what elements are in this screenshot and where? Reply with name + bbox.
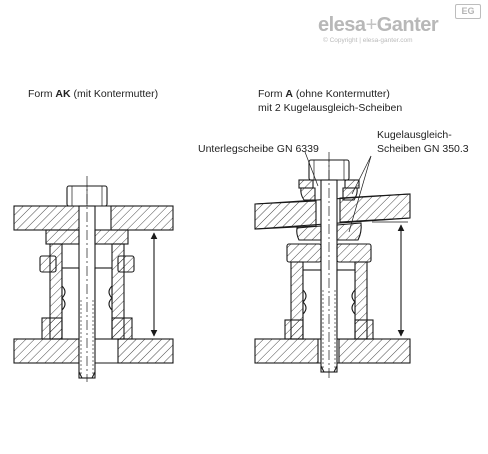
- left-title-suffix: (mit Kontermutter): [70, 88, 159, 100]
- brand-name-left: elesa: [318, 14, 366, 36]
- brand-name-right: Ganter: [376, 14, 439, 36]
- brand-badge: EG: [455, 4, 481, 19]
- left-view-title: Form AK (mit Kontermutter): [28, 88, 158, 101]
- right-element-body: [284, 261, 374, 340]
- left-title-prefix: Form: [28, 88, 56, 100]
- brand-plus: +: [365, 14, 378, 36]
- right-title-bold: A: [285, 88, 294, 100]
- callout-washer-label: Unterlegscheibe GN 6339: [198, 143, 319, 155]
- callout-spherical-label-line2: Scheiben GN 350.3: [377, 143, 469, 155]
- brand-copyright: © Copyright | elesa-ganter.com: [323, 37, 413, 44]
- right-title-suffix: (ohne Kontermutter): [293, 88, 390, 100]
- left-element-body: [41, 243, 133, 340]
- right-view-title-line1: Form A (ohne Kontermutter): [258, 88, 390, 101]
- left-dimension-arrow: [134, 229, 164, 340]
- right-element-flange: [286, 243, 372, 263]
- right-upper-plate: [254, 193, 411, 230]
- left-title-bold: AK: [55, 88, 71, 100]
- right-lower-plate: [254, 338, 411, 364]
- right-title-prefix: Form: [258, 88, 286, 100]
- callout-spherical-label-line1: Kugelausgleich-: [377, 129, 452, 141]
- right-assembly: [254, 151, 411, 380]
- brand-logo: elesa+Ganter: [318, 14, 439, 37]
- callout-leaders: [304, 151, 372, 233]
- left-assembly: [13, 176, 174, 382]
- right-dimension-arrow: [372, 221, 408, 340]
- right-view-title-line2: mit 2 Kugelausgleich-Scheiben: [258, 102, 403, 114]
- left-element-upper-flange: [45, 229, 129, 245]
